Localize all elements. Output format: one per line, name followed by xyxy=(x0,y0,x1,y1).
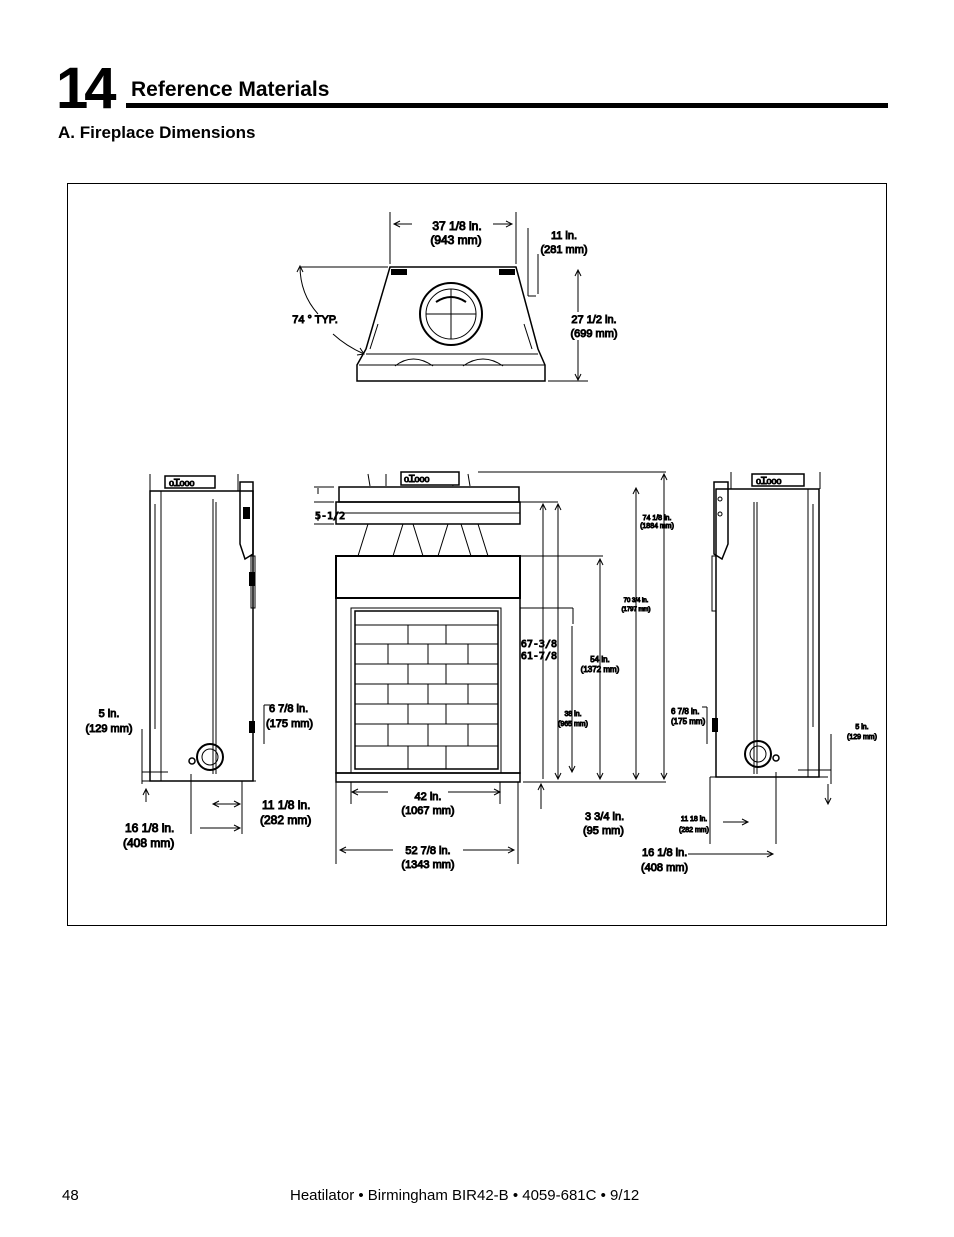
right-height-mm: (175 mm) xyxy=(671,717,706,726)
left-height-label: 6 7/8 in. xyxy=(269,703,308,715)
left-overall-label: 16 1/8 in. xyxy=(125,821,174,835)
left-vent-mm: (129 mm) xyxy=(85,723,132,735)
overall-width-label: 52 7/8 in. xyxy=(405,845,450,857)
h1-dim: 67-3/8 xyxy=(521,639,557,650)
section-title: A. Fireplace Dimensions xyxy=(58,123,256,142)
overall-width-mm: (1343 mm) xyxy=(401,859,454,871)
top-depth-label: 27 1/2 in. xyxy=(571,314,616,326)
left-inner-label: 11 1/8 in. xyxy=(262,798,310,812)
left-overall-mm: (408 mm) xyxy=(123,836,174,850)
angle-label: 74 ° TYP. xyxy=(292,314,338,326)
right-vent-label: 5 in. xyxy=(855,724,868,731)
dimensions-drawing: 37 1/8 in. (943 mm) 11 in. (281 mm) 74 °… xyxy=(85,212,877,875)
h2-dim: 61-7/8 xyxy=(521,651,557,662)
top-depth-mm: (699 mm) xyxy=(570,328,617,340)
dimensions-figure: 37 1/8 in. (943 mm) 11 in. (281 mm) 74 °… xyxy=(67,183,887,926)
chapter-number: 14 xyxy=(56,56,116,121)
svg-text:ᴏꞮᴏᴏᴏ: ᴏꞮᴏᴏᴏ xyxy=(404,474,430,485)
height-54-label: 54 in. xyxy=(590,655,610,664)
right-overall-label: 16 1/8 in. xyxy=(642,847,687,859)
svg-text:ᴏꞮᴏᴏᴏ: ᴏꞮᴏᴏᴏ xyxy=(756,476,782,487)
height-70-label: 70 3/4 in. xyxy=(624,598,649,604)
hearth-mm: (95 mm) xyxy=(583,825,624,837)
left-inner-mm: (282 mm) xyxy=(260,813,311,827)
right-height-label: 6 7/8 in. xyxy=(671,707,699,716)
height-38-mm: (965 mm) xyxy=(558,721,588,728)
front-view: ᴏꞮᴏᴏᴏ xyxy=(314,471,668,864)
left-vent-label: 5 in. xyxy=(99,708,120,720)
document-info: Heatilator • Birmingham BIR42-B • 4059-6… xyxy=(290,1187,640,1204)
height-70-mm: (1797 mm) xyxy=(621,607,650,613)
chapter-rule xyxy=(126,103,888,108)
left-height-mm: (175 mm) xyxy=(266,718,313,730)
top-offset-label: 11 in. xyxy=(551,230,577,242)
height-38-label: 38 in. xyxy=(564,711,581,718)
top-width-mm: (943 mm) xyxy=(430,233,481,247)
right-inner-label: 11 18 in. xyxy=(681,816,707,823)
top-width-label: 37 1/8 in. xyxy=(432,219,481,233)
height-54-mm: (1372 mm) xyxy=(581,665,620,674)
right-inner-mm: (282 mm) xyxy=(679,827,709,834)
total-height-mm: (1884 mm) xyxy=(640,523,674,530)
top-offset-mm: (281 mm) xyxy=(540,244,587,256)
svg-text:ᴏꞮᴏᴏᴏ: ᴏꞮᴏᴏᴏ xyxy=(169,478,195,489)
page-number: 48 xyxy=(62,1187,79,1204)
top-offset-dim: 5-1/2 xyxy=(315,511,345,522)
right-side-view: ᴏꞮᴏᴏᴏ xyxy=(688,472,832,858)
left-side-view: ᴏꞮᴏᴏᴏ xyxy=(141,474,270,834)
chapter-title: Reference Materials xyxy=(131,78,330,101)
opening-width-label: 42 in. xyxy=(415,791,442,803)
opening-width-mm: (1067 mm) xyxy=(401,805,454,817)
right-vent-mm: (129 mm) xyxy=(847,734,877,741)
top-view xyxy=(296,212,588,382)
right-overall-mm: (408 mm) xyxy=(641,862,688,874)
hearth-label: 3 3/4 in. xyxy=(585,811,624,823)
total-height-label: 74 1/8 in. xyxy=(643,515,672,522)
